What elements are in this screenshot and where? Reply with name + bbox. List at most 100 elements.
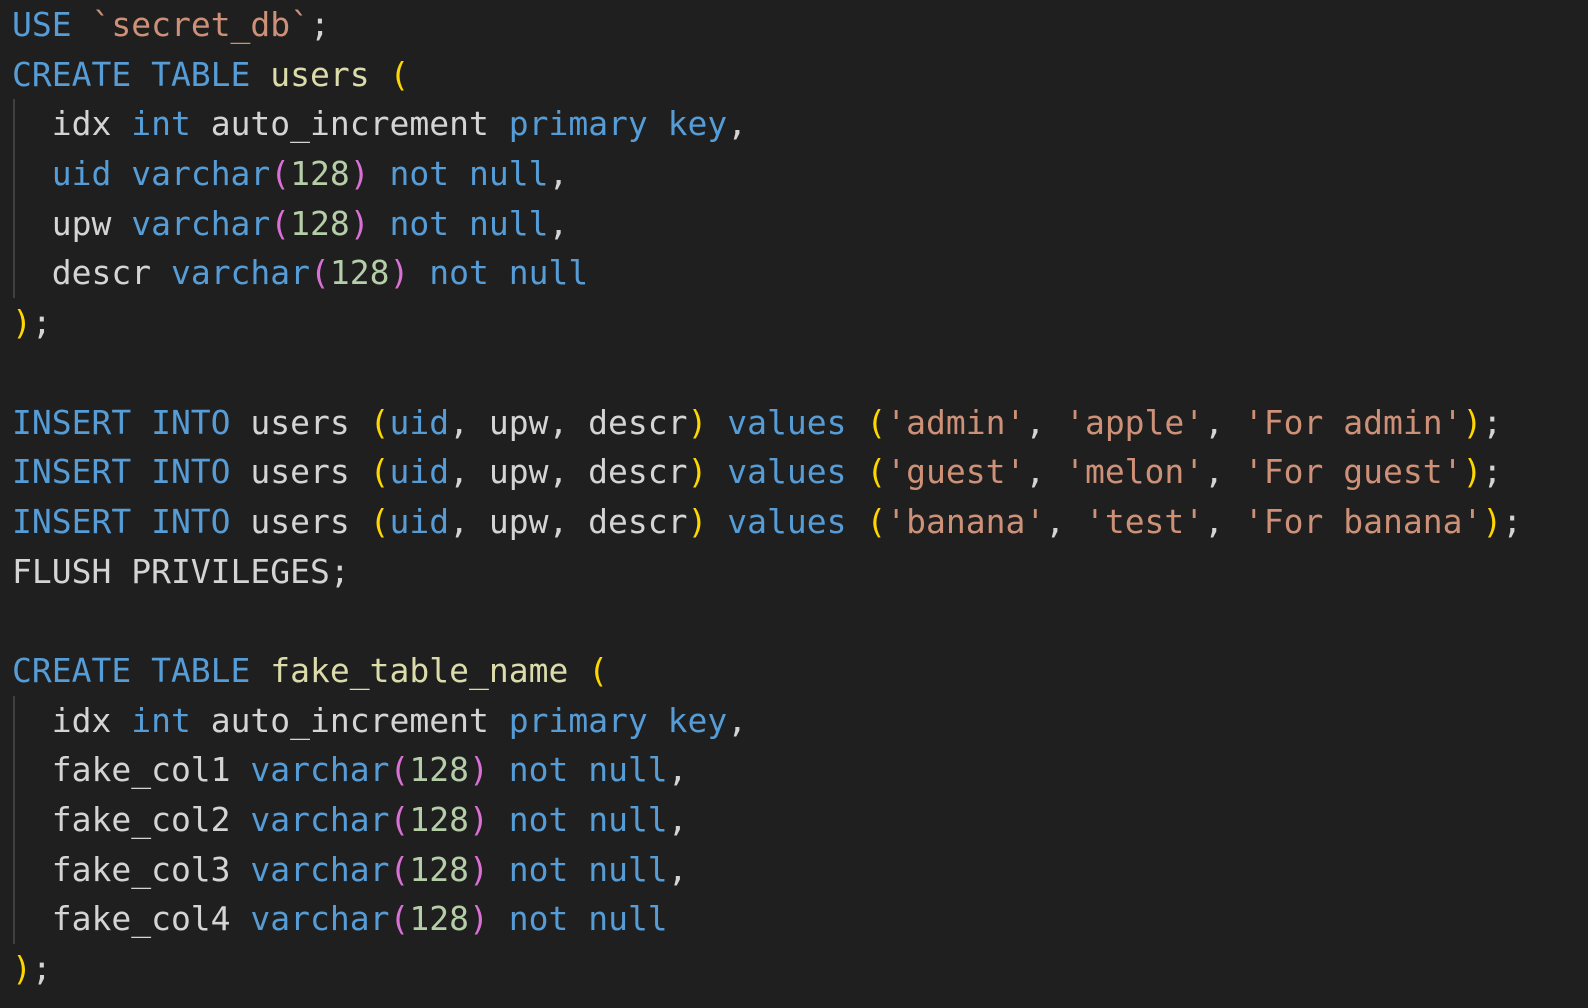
code-token xyxy=(847,502,867,541)
code-token: int xyxy=(131,104,191,144)
code-token: ( xyxy=(866,501,887,541)
code-line[interactable]: idx int auto_increment primary key, xyxy=(12,695,1588,746)
code-line[interactable]: fake_col4 varchar(128) not null xyxy=(12,894,1588,944)
code-token: ) xyxy=(349,203,370,243)
code-token: varchar xyxy=(170,253,311,293)
code-token: varchar xyxy=(250,750,390,790)
code-token: , upw, descr xyxy=(449,452,688,492)
code-token xyxy=(250,55,270,94)
code-token: users xyxy=(230,452,370,492)
code-token: 'melon' xyxy=(1065,452,1205,492)
code-line[interactable]: CREATE TABLE users ( xyxy=(12,50,1588,100)
code-token: , xyxy=(727,104,748,144)
code-token: fake_table_name xyxy=(270,650,569,690)
code-token: users xyxy=(270,54,370,94)
code-token: 'banana' xyxy=(886,501,1046,541)
code-token: not null xyxy=(429,253,589,293)
code-line[interactable]: descr varchar(128) not null xyxy=(12,248,1588,298)
code-token: ) xyxy=(468,849,489,889)
code-token: users xyxy=(230,402,370,442)
code-token: INSERT INTO xyxy=(12,452,231,492)
code-token xyxy=(370,204,390,243)
code-token: ( xyxy=(369,402,390,442)
code-token: 'For admin' xyxy=(1243,402,1463,442)
code-token: 128 xyxy=(409,750,469,790)
code-token: ( xyxy=(270,154,291,194)
code-token: values xyxy=(727,452,847,492)
code-token: users xyxy=(230,501,370,541)
code-token: ( xyxy=(389,54,410,94)
code-token: idx xyxy=(12,104,132,144)
code-token: CREATE TABLE xyxy=(12,54,251,94)
code-line[interactable]: CREATE TABLE fake_table_name ( xyxy=(12,646,1588,696)
code-token: ) xyxy=(468,800,489,839)
code-token: ) xyxy=(12,303,32,343)
code-token xyxy=(370,154,390,193)
code-token: 128 xyxy=(409,849,469,889)
code-token: ; xyxy=(31,303,52,343)
code-line[interactable]: uid varchar(128) not null, xyxy=(12,149,1588,199)
code-token: , xyxy=(1204,501,1244,541)
code-line[interactable]: idx int auto_increment primary key, xyxy=(12,99,1588,149)
code-token: 'guest' xyxy=(886,452,1026,492)
code-token: 'For banana' xyxy=(1243,501,1483,541)
code-token: INSERT INTO xyxy=(12,402,231,442)
code-token: varchar xyxy=(250,800,390,839)
code-token: ) xyxy=(12,949,32,989)
code-token xyxy=(489,750,509,789)
code-token: ( xyxy=(270,203,291,243)
code-token: 128 xyxy=(290,154,350,194)
code-token: ; xyxy=(1482,452,1503,492)
code-token: , xyxy=(1025,402,1066,442)
code-token: ( xyxy=(866,452,887,492)
code-line[interactable] xyxy=(12,596,1588,646)
code-line[interactable]: upw varchar(128) not null, xyxy=(12,198,1588,249)
code-token: , xyxy=(1045,501,1085,541)
code-token: 128 xyxy=(329,253,390,293)
code-token: values xyxy=(727,501,847,541)
code-line[interactable]: FLUSH PRIVILEGES; xyxy=(12,547,1588,597)
code-token: fake_col2 xyxy=(12,800,251,839)
code-token: ( xyxy=(866,402,887,442)
code-token: not null xyxy=(508,750,668,790)
code-token: ; xyxy=(310,5,330,44)
code-token: varchar xyxy=(250,899,390,939)
code-line[interactable]: INSERT INTO users (uid, upw, descr) valu… xyxy=(12,447,1588,497)
code-token: ) xyxy=(687,452,708,492)
code-token xyxy=(568,651,588,690)
code-line[interactable]: ); xyxy=(12,298,1588,348)
code-line[interactable]: ); xyxy=(12,944,1588,994)
code-token xyxy=(489,800,509,839)
code-line[interactable]: INSERT INTO users (uid, upw, descr) valu… xyxy=(12,497,1588,547)
code-token: , xyxy=(667,750,688,790)
code-token: uid xyxy=(389,402,450,442)
code-token xyxy=(370,55,390,94)
code-token: upw xyxy=(12,203,132,243)
code-token: 128 xyxy=(290,203,350,243)
code-token: 'test' xyxy=(1084,501,1205,541)
code-token: ) xyxy=(468,750,489,790)
code-line[interactable]: fake_col2 varchar(128) not null, xyxy=(12,795,1588,845)
code-token xyxy=(707,403,727,442)
code-token: USE xyxy=(12,5,72,44)
code-line[interactable] xyxy=(12,348,1588,398)
code-token: descr xyxy=(12,253,171,293)
code-token: , upw, descr xyxy=(449,402,688,442)
code-token: primary key xyxy=(508,104,728,144)
code-token: not null xyxy=(389,203,549,243)
code-token: auto_increment xyxy=(190,104,509,144)
code-line[interactable]: fake_col3 varchar(128) not null, xyxy=(12,844,1588,895)
code-token: ( xyxy=(588,650,609,690)
code-token: 'admin' xyxy=(886,402,1026,442)
code-token: ) xyxy=(1462,452,1483,492)
code-token: , xyxy=(667,849,688,889)
code-line[interactable]: fake_col1 varchar(128) not null, xyxy=(12,745,1588,795)
code-token: int xyxy=(131,700,191,740)
code-token xyxy=(707,452,727,491)
code-token: , xyxy=(1204,402,1244,442)
code-token: ) xyxy=(349,154,370,194)
code-line[interactable]: USE `secret_db`; xyxy=(12,0,1588,50)
code-line[interactable]: INSERT INTO users (uid, upw, descr) valu… xyxy=(12,398,1588,448)
code-token: , xyxy=(548,203,569,243)
